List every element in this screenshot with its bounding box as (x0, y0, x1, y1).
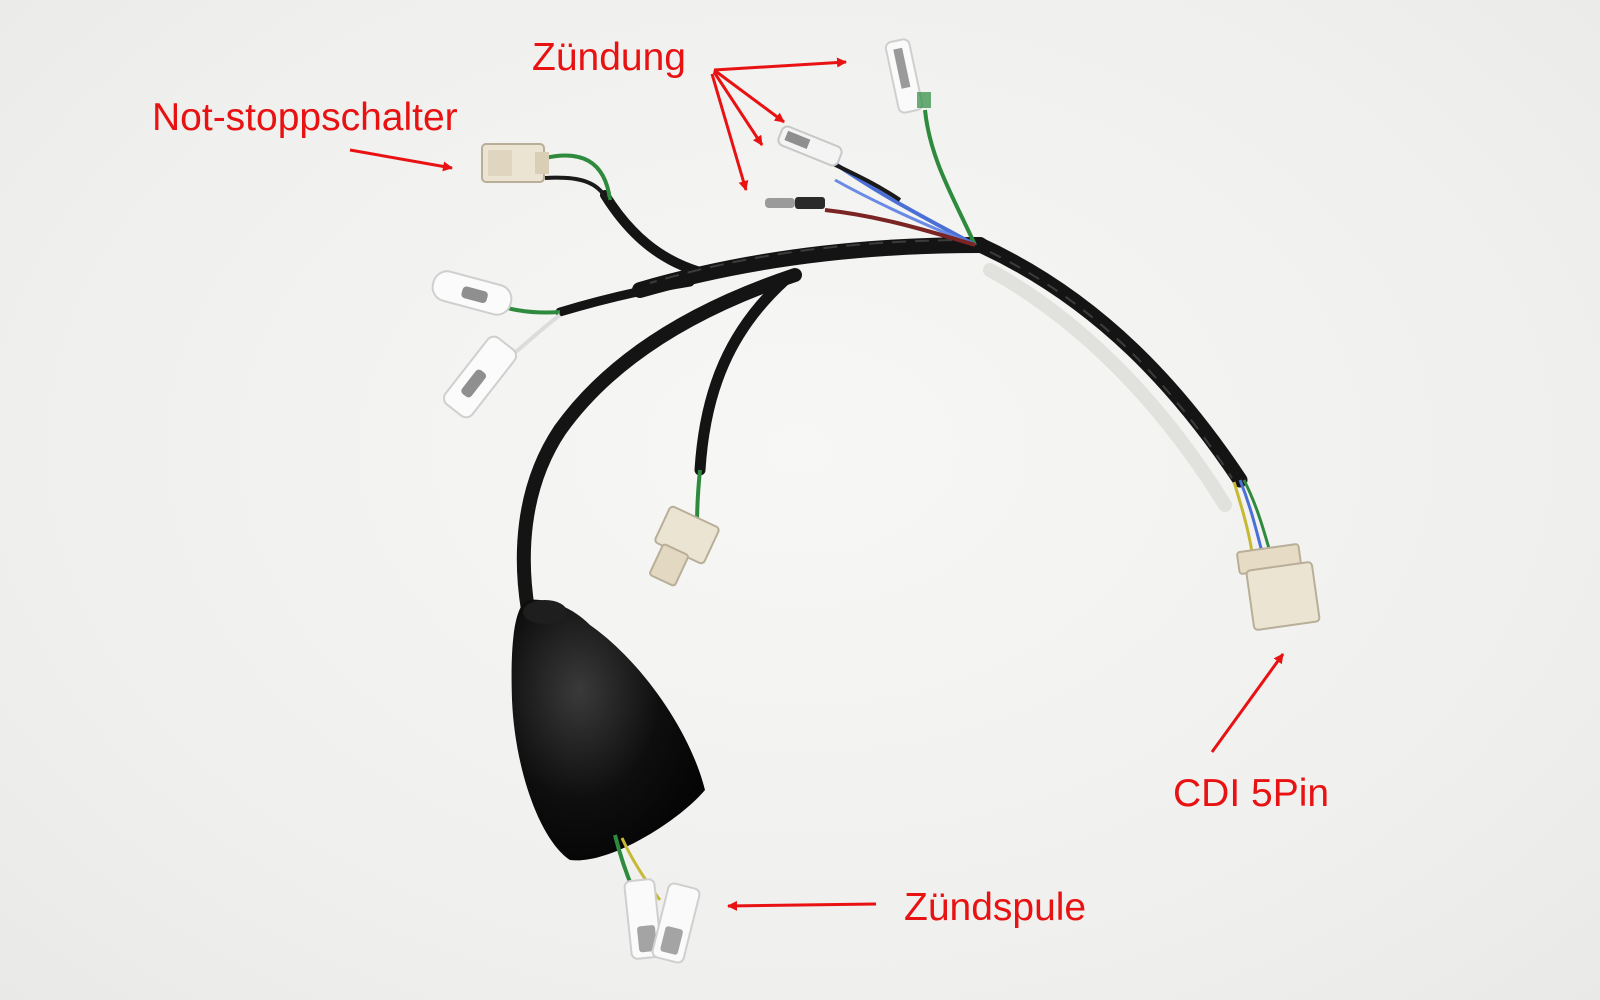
harness-branch-connector (694, 274, 791, 476)
wire-green-top (923, 109, 977, 246)
arrow-not-stoppschalter (349, 148, 453, 172)
wire-stopswitch-green (544, 153, 612, 201)
wire-cdi-bundle (1238, 479, 1264, 553)
wire-stopswitch-black (544, 175, 609, 201)
harness-shadow (983, 263, 1232, 512)
label-zuendung: Zündung (532, 36, 686, 79)
coil-terminal-right (651, 882, 701, 964)
harness-highlight-arc (649, 239, 976, 284)
arrow-cdi (1210, 653, 1285, 753)
label-cdi-5pin: CDI 5Pin (1173, 772, 1330, 815)
cdi-5pin-connector (1236, 543, 1321, 631)
mid-connector (649, 505, 720, 587)
annotation-arrows (349, 57, 1285, 911)
harness-branch-boot (516, 268, 802, 617)
harness-highlight (989, 251, 1233, 479)
terminal-left-lower (442, 335, 518, 419)
harness-main-arc (632, 237, 988, 298)
terminal-left-upper (431, 270, 513, 316)
arrow-zuendung-c (710, 73, 749, 191)
terminal-ignition-b (765, 197, 825, 209)
label-zuendspule: Zündspule (904, 886, 1087, 929)
terminal-ignition-a (777, 125, 843, 167)
arrow-zuendung-b (712, 71, 764, 146)
arrow-zuendung-top (713, 57, 847, 72)
stop-switch-connector (481, 143, 549, 183)
wire-cdi-green (1242, 479, 1272, 553)
harness-branch-left (555, 277, 695, 317)
coil-terminal-left (623, 878, 663, 960)
label-not-stoppschalter: Not-stoppschalter (152, 96, 458, 139)
harness-branch-stopswitch (600, 190, 705, 277)
wire-red-brown (824, 208, 976, 247)
wire-cdi-yellow (1232, 481, 1254, 553)
terminal-top (884, 38, 931, 114)
arrow-zuendung-a (713, 68, 785, 124)
ignition-coil-boot (511, 599, 705, 861)
arrow-zuendspule (727, 900, 877, 911)
harness-trunk (972, 237, 1248, 488)
